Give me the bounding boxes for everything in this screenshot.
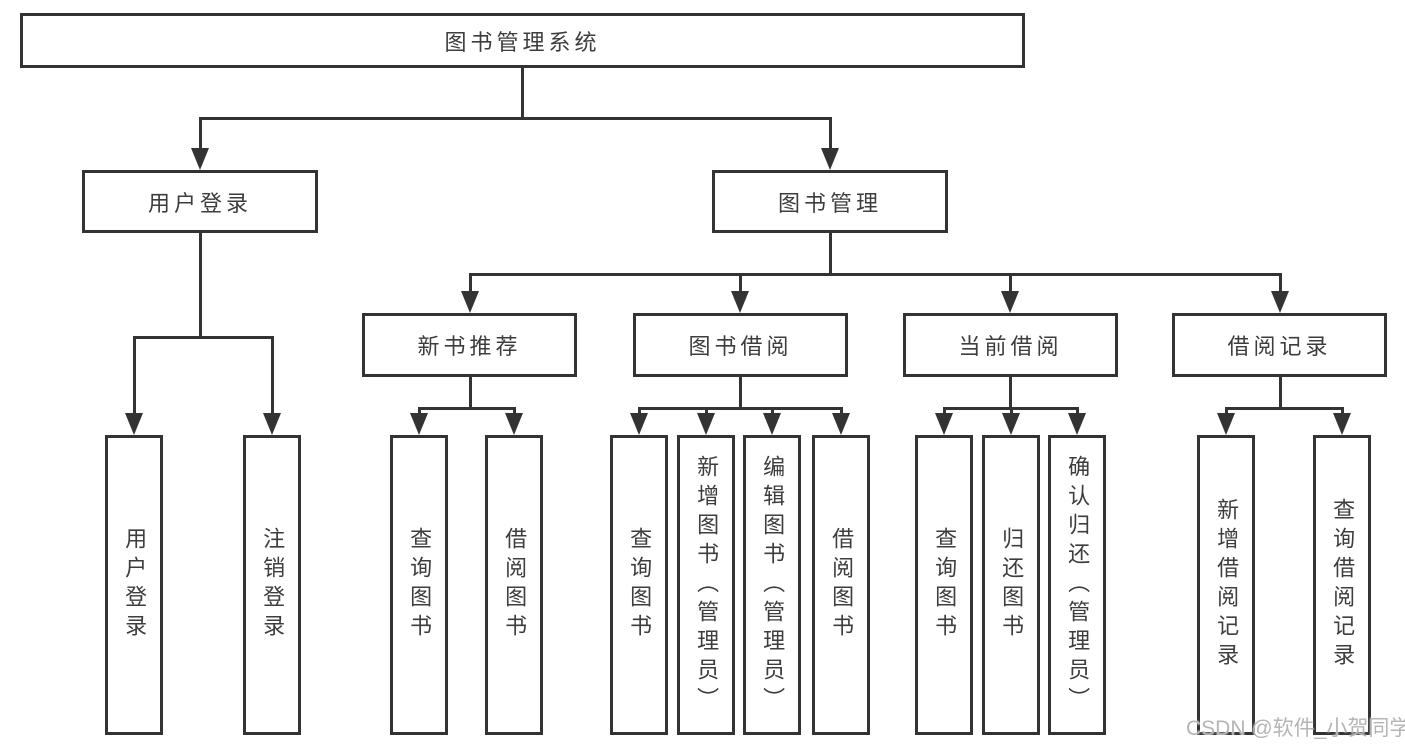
connector-line [417,407,421,416]
connector-group1-stem [468,375,472,409]
connector-line [942,407,946,416]
connector-line [468,273,472,293]
connector-to-user-login [198,117,202,150]
leaf-user-login: 用户登录 [105,435,163,735]
connector-line [704,407,708,416]
leaf-borrow-books-recommend: 借阅图书 [485,435,543,735]
connector-line [637,407,641,416]
leaf-label: 新增借阅记录 [1214,498,1240,672]
node-book-borrowing: 图书借阅 [633,313,848,377]
connector-line [270,336,274,416]
connector-group4-rail [1224,406,1344,410]
connector-book-mgmt-stem [828,231,832,276]
leaf-borrow-books-borrowing: 借阅图书 [812,435,870,735]
leaf-add-book-admin: 新增图书（管理员） [677,435,735,735]
connector-arrowhead [630,413,648,435]
leaf-label: 借阅图书 [829,527,855,643]
connector-group2-stem [738,375,742,409]
node-book-management: 图书管理 [712,170,948,233]
connector-arrowhead [461,291,479,313]
connector-book-mgmt-rail [468,272,1282,276]
leaf-logout: 注销登录 [243,435,301,735]
node-user-login: 用户登录 [82,170,318,233]
leaf-label: 查询图书 [407,527,433,643]
leaf-query-borrow-record: 查询借阅记录 [1313,435,1371,735]
leaf-add-borrow-record: 新增借阅记录 [1197,435,1255,735]
connector-arrowhead [125,413,143,435]
connector-user-login-stem [198,231,202,338]
connector-line [1075,407,1079,416]
leaf-label: 借阅图书 [502,527,528,643]
connector-arrowhead [697,413,715,435]
leaf-query-books-borrowing: 查询图书 [610,435,668,735]
watermark: CSDN @软件_小贺同学 [1186,717,1405,740]
connector-group4-stem [1278,375,1282,409]
arrowhead-user-login [191,148,209,170]
connector-line [1340,407,1344,416]
connector-group3-stem [1008,375,1012,409]
node-label: 新书推荐 [417,334,522,359]
connector-line [512,407,516,416]
connector-to-book-management [828,117,832,150]
node-root: 图书管理系统 [20,13,1025,68]
connector-arrowhead [1001,291,1019,313]
connector-arrowhead [1217,413,1235,435]
leaf-label: 查询借阅记录 [1330,498,1356,672]
connector-arrowhead [263,413,281,435]
node-root-label: 图书管理系统 [444,29,601,55]
connector-arrowhead [731,291,749,313]
connector-arrowhead [1002,413,1020,435]
connector-line [1278,273,1282,293]
leaf-query-books-recommend: 查询图书 [390,435,448,735]
connector-arrowhead [1271,291,1289,313]
connector-line [1008,273,1012,293]
leaf-label: 查询图书 [932,527,958,643]
leaf-label: 注销登录 [260,527,286,643]
connector-line [738,273,742,293]
connector-group2-rail [637,406,843,410]
connector-arrowhead [763,413,781,435]
node-new-book-recommendation: 新书推荐 [362,313,577,377]
leaf-label: 查询图书 [627,527,653,643]
leaf-query-books-current: 查询图书 [915,435,973,735]
leaf-label: 确认归还（管理员） [1065,454,1091,716]
connector-arrowhead [505,413,523,435]
leaf-label: 新增图书（管理员） [694,454,720,716]
connector-arrowhead [935,413,953,435]
connector-line [770,407,774,416]
connector-line [1009,407,1013,416]
connector-line [839,407,843,416]
connector-arrowhead [1068,413,1086,435]
node-label: 用户登录 [147,190,252,216]
connector-line [1224,407,1228,416]
node-borrowing-records: 借阅记录 [1172,313,1387,377]
node-current-borrowing: 当前借阅 [903,313,1118,377]
node-label: 借阅记录 [1227,334,1332,359]
node-label: 图书管理 [777,190,882,216]
arrowhead-book-management [821,148,839,170]
connector-user-login-rail [132,335,274,339]
connector-arrowhead [832,413,850,435]
connector-group1-rail [417,406,516,410]
connector-arrowhead [1333,413,1351,435]
leaf-label: 归还图书 [999,527,1025,643]
connector-line [132,336,136,416]
connector-root-rail [198,116,832,120]
node-label: 当前借阅 [958,334,1063,359]
connector-root-stem [520,68,524,119]
leaf-confirm-return-admin: 确认归还（管理员） [1048,435,1106,735]
node-label: 图书借阅 [688,334,793,359]
connector-arrowhead [410,413,428,435]
leaf-label: 用户登录 [122,527,148,643]
leaf-edit-book-admin: 编辑图书（管理员） [743,435,801,735]
leaf-return-books: 归还图书 [982,435,1040,735]
leaf-label: 编辑图书（管理员） [760,454,786,716]
